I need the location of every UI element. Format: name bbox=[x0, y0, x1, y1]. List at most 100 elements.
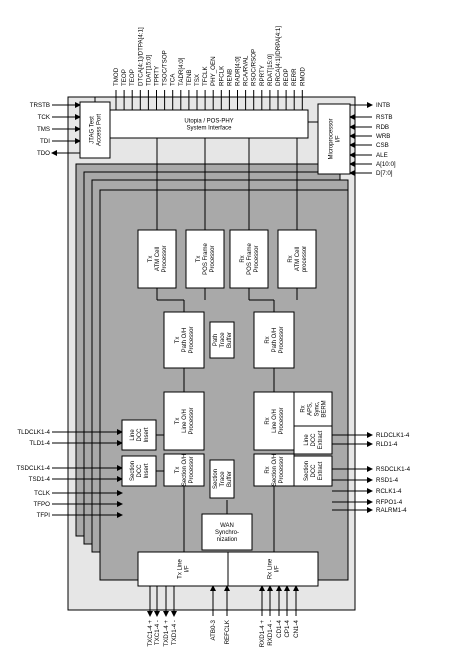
svg-text:CN1-4: CN1-4 bbox=[293, 619, 300, 637]
pin-d-7-0: D[7:0] bbox=[349, 170, 393, 177]
svg-text:RDAT[15:0]: RDAT[15:0] bbox=[267, 54, 274, 86]
svg-text:TCA: TCA bbox=[170, 73, 177, 86]
rx-atm-block: RxATM Cellprocessor bbox=[277, 229, 317, 289]
svg-text:TXD1-4 -: TXD1-4 - bbox=[171, 620, 178, 645]
svg-text:TDAT[15:0]: TDAT[15:0] bbox=[145, 55, 152, 86]
tx-line-if-label: Tx LineI/F bbox=[178, 559, 191, 579]
svg-text:RLDCLK1-4: RLDCLK1-4 bbox=[376, 432, 410, 439]
svg-text:RSTB: RSTB bbox=[376, 114, 393, 121]
pin-phy-oen: PHY_OEN bbox=[210, 56, 217, 110]
tx-line-oh-label: TxLine O/HProcessor bbox=[175, 407, 195, 434]
tx-section-label: TxSection O/HProcessor bbox=[175, 454, 195, 486]
line-dcc-insert-label: LineDCCInsert bbox=[130, 427, 150, 442]
pin-tldclk1-4: TLDCLK1-4 bbox=[17, 429, 123, 436]
line-dcc-extract-label: LineDCCExtract bbox=[304, 430, 324, 449]
svg-text:PHY_OEN: PHY_OEN bbox=[210, 56, 217, 86]
svg-text:REOP: REOP bbox=[283, 68, 290, 86]
section-dcc-extract-label: SectionDCCExtract bbox=[304, 461, 324, 481]
svg-text:RPRTY: RPRTY bbox=[259, 65, 266, 86]
rx-line-if-label: Rx LineI/F bbox=[268, 558, 281, 579]
path-trace-block: PathTraceBuffer bbox=[209, 321, 235, 359]
pin-rsdclk1-4: RSDCLK1-4 bbox=[332, 466, 411, 473]
pin-tclk: TCLK bbox=[34, 490, 123, 497]
pin-tsdclk1-4: TSDCLK1-4 bbox=[17, 465, 123, 472]
svg-text:INTB: INTB bbox=[376, 102, 390, 109]
svg-text:RCLK1-4: RCLK1-4 bbox=[376, 488, 402, 495]
pin-intb: INTB bbox=[350, 102, 390, 109]
rx-section-label: RxSection O/HProcessor bbox=[265, 454, 285, 486]
tx-atm-block: TxATM CellProcessor bbox=[137, 229, 177, 289]
pin-tmod: TMOD bbox=[113, 67, 120, 110]
line-dcc-extract-block: LineDCCExtract bbox=[293, 425, 333, 455]
rx-line-oh-label: RxLine O/HProcessor bbox=[265, 407, 285, 434]
pin-tfpo: TFPO bbox=[34, 501, 123, 508]
svg-text:A[10:0]: A[10:0] bbox=[376, 161, 396, 168]
pin-dtca-4-1-dtpa-4-1: DTCA[4:1]/DTPA[4:1] bbox=[137, 27, 144, 110]
pin-rfpo1-4: RFPO1-4 bbox=[332, 499, 403, 506]
svg-text:RALRM1-4: RALRM1-4 bbox=[376, 507, 407, 514]
rx-aps-label: RxAPS,Sync,BERM bbox=[301, 400, 328, 417]
pin-tck: TCK bbox=[38, 114, 81, 121]
rx-atm-label: RxATM Cellprocessor bbox=[288, 246, 308, 272]
pin-tdat-15-0: TDAT[15:0] bbox=[145, 55, 152, 110]
pin-rprty: RPRTY bbox=[259, 65, 266, 110]
svg-text:RSOC/RSOP: RSOC/RSOP bbox=[251, 49, 258, 86]
pin-a-10-0: A[10:0] bbox=[349, 161, 396, 168]
pin-rerr: RERR bbox=[291, 68, 298, 110]
svg-text:TDI: TDI bbox=[40, 138, 50, 145]
pin-atb0-3: ATB0-3 bbox=[210, 585, 217, 641]
svg-text:TDO: TDO bbox=[37, 150, 50, 157]
tx-path-block: TxPath O/HProcessor bbox=[163, 311, 205, 369]
pin-rclk1-4: RCLK1-4 bbox=[332, 488, 402, 495]
svg-text:WRB: WRB bbox=[376, 133, 390, 140]
svg-text:RXD1-4 -: RXD1-4 - bbox=[267, 620, 274, 646]
svg-text:CSB: CSB bbox=[376, 142, 389, 149]
svg-text:RXD1-4 +: RXD1-4 + bbox=[259, 620, 266, 648]
svg-text:TSD1-4: TSD1-4 bbox=[29, 476, 51, 483]
pin-rsoc-rsop: RSOC/RSOP bbox=[251, 49, 258, 110]
pin-rfclk: RFCLK bbox=[218, 65, 225, 110]
tx-line-if-block: Tx LineI/F bbox=[137, 551, 229, 587]
pin-txd1-4: TXD1-4 - bbox=[171, 586, 178, 645]
rx-line-if-block: Rx LineI/F bbox=[227, 551, 319, 587]
pin-teop: TEOP bbox=[129, 69, 136, 110]
svg-text:TFPO: TFPO bbox=[34, 501, 51, 508]
pin-cd1-4: CD1-4 bbox=[276, 585, 283, 638]
svg-text:TXD1-4 +: TXD1-4 + bbox=[163, 620, 170, 647]
svg-text:RMOD: RMOD bbox=[299, 67, 306, 86]
pin-rsd1-4: RSD1-4 bbox=[332, 477, 399, 484]
svg-text:RERR: RERR bbox=[291, 68, 298, 86]
svg-text:TENB: TENB bbox=[186, 69, 193, 86]
pin-txc1-4: TXC1-4 - bbox=[154, 586, 161, 645]
pin-reop: REOP bbox=[283, 68, 290, 110]
svg-text:RENB: RENB bbox=[226, 69, 233, 86]
pin-tprty: TPRTY bbox=[154, 66, 161, 110]
jtag-label: JTAG TestAccess Port bbox=[90, 114, 103, 146]
line-dcc-insert-block: LineDCCInsert bbox=[121, 419, 157, 451]
micro-label: MicroprocessorI/F bbox=[329, 118, 342, 159]
svg-text:DTCA[4:1]/DTPA[4:1]: DTCA[4:1]/DTPA[4:1] bbox=[137, 27, 144, 86]
rx-section-block: RxSection O/HProcessor bbox=[253, 453, 295, 487]
pin-rdat-15-0: RDAT[15:0] bbox=[267, 54, 274, 110]
tx-line-oh-block: TxLine O/HProcessor bbox=[163, 391, 205, 451]
pin-tdo: TDO bbox=[37, 150, 80, 157]
rx-pos-block: RxPOS FrameProcessor bbox=[229, 229, 269, 289]
pin-rdb: RDB bbox=[349, 124, 389, 131]
svg-text:TSOC/TSOP: TSOC/TSOP bbox=[162, 50, 169, 86]
pin-drca-4-1-drpa-4-1: DRCA[4:1]/DRPA[4:1] bbox=[275, 26, 282, 110]
svg-text:TSDCLK1-4: TSDCLK1-4 bbox=[17, 465, 51, 472]
pin-tca: TCA bbox=[170, 73, 177, 110]
svg-text:DRCA[4:1]/DRPA[4:1]: DRCA[4:1]/DRPA[4:1] bbox=[275, 26, 282, 86]
pin-tfpi: TFPI bbox=[37, 512, 123, 519]
svg-text:RLD1-4: RLD1-4 bbox=[376, 441, 398, 448]
svg-text:RSD1-4: RSD1-4 bbox=[376, 477, 399, 484]
pin-cp1-4: CP1-4 bbox=[284, 585, 291, 638]
pin-rca-rval: RCA/RVAL bbox=[243, 55, 250, 110]
pin-wrb: WRB bbox=[349, 133, 390, 140]
pin-tld1-4: TLD1-4 bbox=[29, 440, 123, 447]
section-trace-label: SectionTraceBuffer bbox=[213, 469, 233, 489]
svg-text:CP1-4: CP1-4 bbox=[284, 619, 291, 637]
